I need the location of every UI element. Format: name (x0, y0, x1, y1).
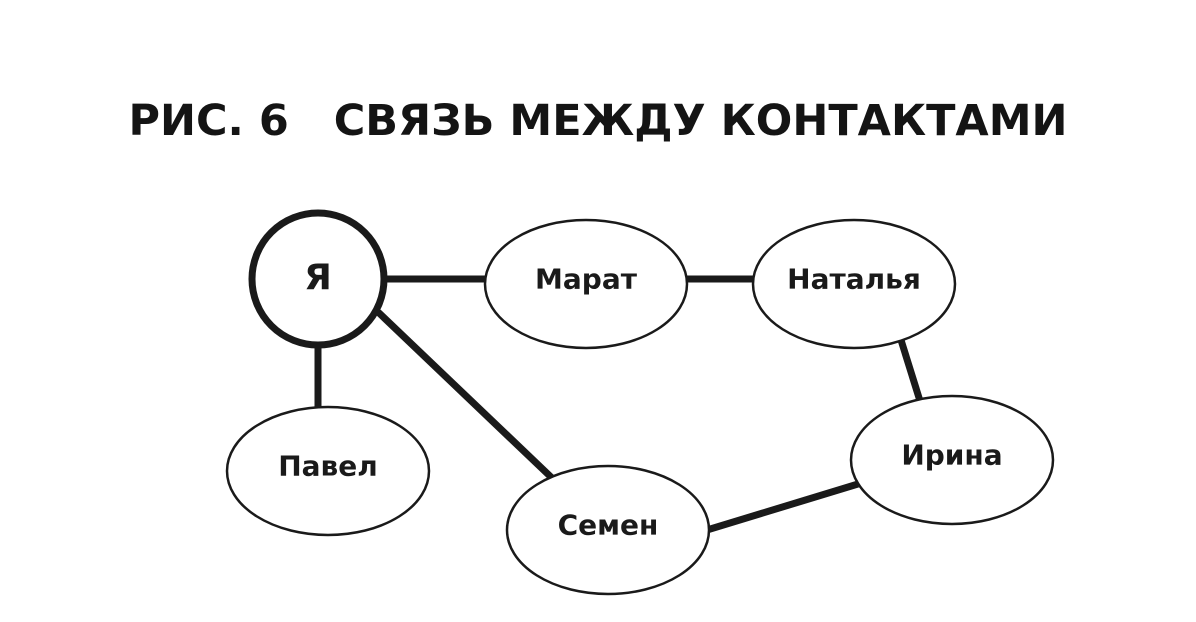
node-pavel-ellipse (225, 405, 431, 537)
node-me-label: Я (304, 258, 332, 299)
node-me: Я (248, 209, 388, 349)
node-me-circle (248, 209, 388, 349)
node-marat-label: Марат (535, 263, 638, 296)
node-pavel-label: Павел (278, 450, 378, 483)
edge-irina-semen (705, 480, 860, 534)
node-marat-ellipse (483, 218, 689, 350)
edge-natalya-irina (897, 338, 924, 403)
node-natalya: Наталья (751, 218, 957, 350)
edges (314, 275, 924, 534)
node-semen: Семен (505, 464, 711, 596)
node-irina: Ирина (849, 394, 1055, 526)
node-natalya-ellipse (751, 218, 957, 350)
node-semen-label: Семен (558, 509, 659, 542)
node-natalya-label: Наталья (787, 263, 921, 296)
edge-me-semen (375, 309, 555, 481)
figure-title: РИС. 6 СВЯЗЬ МЕЖДУ КОНТАКТАМИ (128, 96, 1068, 146)
node-semen-ellipse (505, 464, 711, 596)
node-irina-label: Ирина (901, 439, 1002, 472)
node-pavel: Павел (225, 405, 431, 537)
node-marat: Марат (483, 218, 689, 350)
node-irina-ellipse (849, 394, 1055, 526)
